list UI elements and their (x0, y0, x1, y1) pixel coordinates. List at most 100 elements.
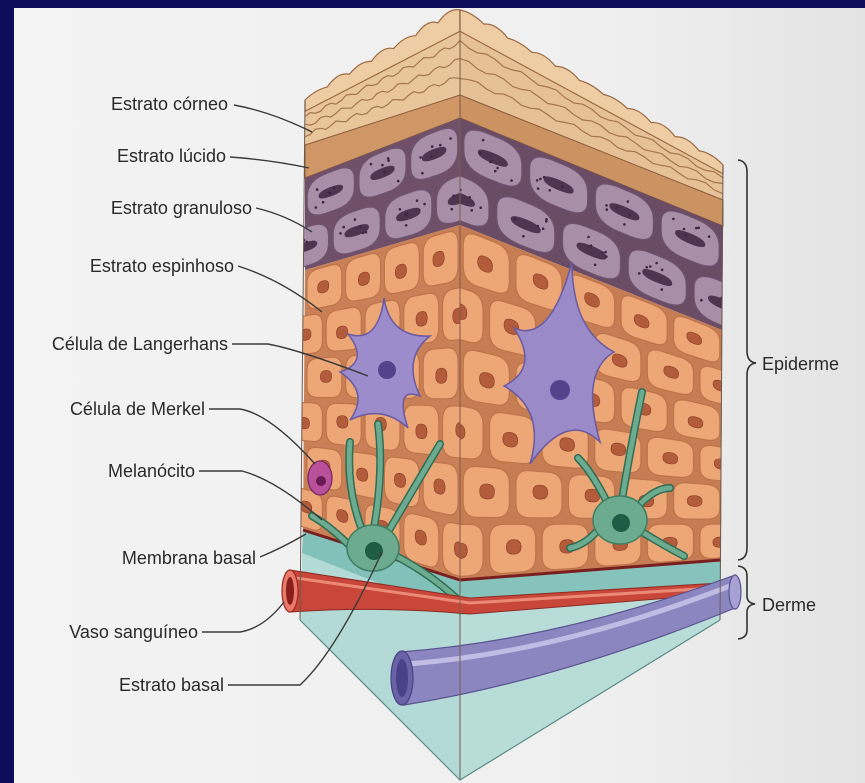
keratinocyte-nucleus (480, 484, 495, 499)
keratohyalin-granule (365, 231, 368, 234)
keratohyalin-granule (655, 262, 658, 265)
keratohyalin-granule (316, 188, 319, 191)
keratinocyte-nucleus (687, 496, 702, 507)
keratohyalin-granule (561, 185, 564, 188)
keratohyalin-granule (452, 195, 455, 198)
keratohyalin-granule (289, 262, 292, 265)
keratohyalin-granule (629, 214, 632, 217)
keratinocyte-nucleus (336, 326, 347, 339)
label-membrana-basal: Membrana basal (122, 548, 256, 568)
keratinocyte-nucleus (506, 540, 521, 555)
keratinocyte-nucleus (436, 368, 447, 383)
keratohyalin-granule (383, 170, 386, 173)
keratinocyte-nucleus (611, 443, 626, 456)
keratohyalin-granule (605, 204, 608, 207)
keratohyalin-granule (615, 206, 618, 209)
keratohyalin-granule (381, 164, 384, 167)
keratohyalin-granule (645, 266, 648, 269)
langerhans-nucleus (378, 361, 396, 379)
keratohyalin-granule (627, 200, 630, 203)
keratohyalin-granule (405, 212, 408, 215)
keratohyalin-granule (695, 227, 698, 230)
keratohyalin-granule (736, 299, 739, 302)
keratohyalin-granule (387, 157, 390, 160)
keratohyalin-granule (514, 218, 517, 221)
keratohyalin-granule (431, 145, 434, 148)
keratohyalin-granule (482, 139, 485, 142)
keratinocyte-nucleus (714, 459, 729, 469)
leader-lucidum (230, 157, 309, 168)
keratohyalin-granule (494, 170, 497, 173)
keratohyalin-granule (291, 257, 294, 260)
keratohyalin-granule (370, 163, 373, 166)
keratohyalin-granule (479, 152, 482, 155)
keratohyalin-granule (590, 244, 593, 247)
keratohyalin-granule (542, 227, 545, 230)
keratohyalin-granule (496, 167, 499, 170)
label-estrato-espinhoso: Estrato espinhoso (90, 256, 234, 276)
label-estrato-granuloso: Estrato granuloso (111, 198, 252, 218)
keratohyalin-granule (305, 241, 308, 244)
keratohyalin-granule (539, 178, 542, 181)
merkel-cell-nucleus (316, 476, 326, 486)
epidermis-brace (738, 160, 756, 560)
keratohyalin-granule (315, 206, 318, 209)
keratohyalin-granule (489, 161, 492, 164)
keratohyalin-granule (510, 179, 513, 182)
keratohyalin-granule (638, 272, 641, 275)
keratohyalin-granule (471, 209, 474, 212)
label-celula-langerhans: Célula de Langerhans (52, 334, 228, 354)
keratohyalin-granule (537, 225, 540, 228)
label-epiderme: Epiderme (762, 354, 839, 374)
keratinocyte-nucleus (503, 432, 518, 447)
leader-corneum (234, 105, 312, 132)
label-vaso-sanguineo: Vaso sanguíneo (69, 622, 198, 642)
keratohyalin-granule (536, 179, 539, 182)
keratohyalin-granule (601, 251, 604, 254)
keratohyalin-granule (522, 235, 525, 238)
keratohyalin-granule (439, 144, 442, 147)
merkel-cell (308, 461, 332, 495)
keratohyalin-granule (451, 208, 454, 211)
label-estrato-corneo: Estrato córneo (111, 94, 228, 114)
keratinocyte-cell (700, 524, 746, 558)
label-estrato-lucido: Estrato lúcido (117, 146, 226, 166)
leader-blood-vessel (202, 602, 284, 632)
keratohyalin-granule (339, 232, 342, 235)
keratinocyte-nucleus (394, 473, 405, 487)
leader-basement-membrane (260, 534, 306, 557)
keratohyalin-granule (468, 196, 471, 199)
keratohyalin-granule (322, 201, 325, 204)
keratohyalin-granule (661, 288, 664, 291)
vein-end-cap (729, 575, 741, 609)
keratinocyte-nucleus (337, 416, 348, 428)
keratohyalin-granule (342, 226, 345, 229)
keratohyalin-granule (449, 137, 452, 140)
keratohyalin-granule (743, 325, 746, 328)
keratinocyte-nucleus (357, 468, 368, 481)
artery-lumen (286, 577, 294, 605)
keratohyalin-granule (430, 155, 433, 158)
region-braces: Epiderme Derme (738, 160, 839, 639)
keratohyalin-granule (708, 235, 711, 238)
keratohyalin-granule (697, 226, 700, 229)
keratohyalin-granule (359, 226, 362, 229)
keratinocyte-nucleus (433, 251, 444, 266)
keratohyalin-granule (423, 203, 426, 206)
keratohyalin-granule (605, 255, 608, 258)
keratohyalin-granule (294, 259, 297, 262)
keratohyalin-granule (683, 228, 686, 231)
keratohyalin-granule (362, 232, 365, 235)
keratohyalin-granule (649, 265, 652, 268)
keratohyalin-granule (661, 269, 664, 272)
keratohyalin-granule (594, 264, 597, 267)
keratinocyte-cell (700, 445, 746, 482)
keratohyalin-granule (333, 187, 336, 190)
langerhans-nucleus (550, 380, 570, 400)
keratohyalin-granule (672, 218, 675, 221)
keratinocyte-nucleus (416, 424, 427, 439)
keratohyalin-granule (419, 156, 422, 159)
keratohyalin-granule (737, 314, 740, 317)
keratohyalin-granule (354, 218, 357, 221)
